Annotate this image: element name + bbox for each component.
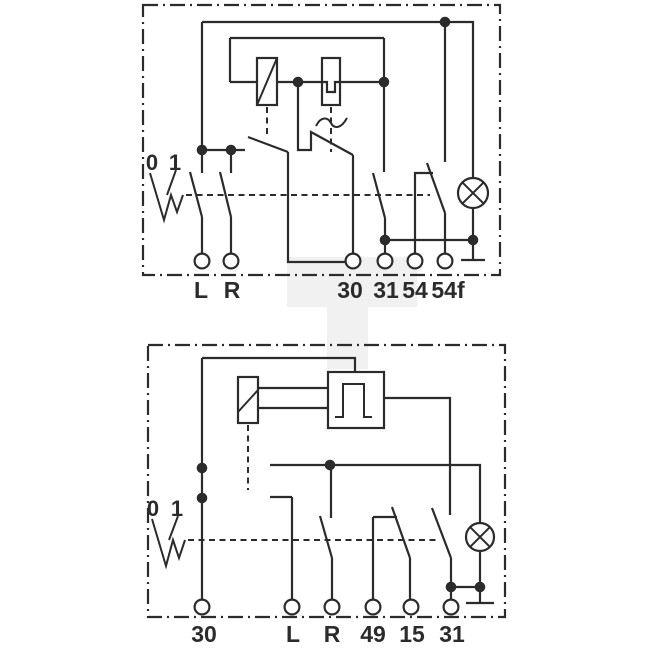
bottom-pulse-generator — [326, 370, 386, 430]
lamp-circle — [456, 176, 490, 210]
top-terminal-circle-54f — [436, 252, 454, 270]
top-enclosure-border — [141, 3, 502, 277]
bottom-junction-dots — [196, 459, 486, 593]
top-diagram: 0 1 L R 30 31 — [141, 3, 502, 303]
watermark — [287, 257, 417, 369]
pulse-wave-icon — [335, 383, 372, 418]
top-detent-icon — [149, 169, 184, 224]
top-terminal-circle-54 — [406, 252, 424, 270]
bottom-position-0-label: 0 — [147, 496, 159, 521]
bottom-terminal-label-49: 49 — [360, 621, 386, 647]
bottom-terminal-circle-30 — [193, 598, 211, 616]
bottom-diagram: 0 1 30 L R 49 15 — [146, 343, 507, 647]
relay-coil-box — [236, 375, 260, 425]
top-terminal-label-54: 54 — [402, 277, 428, 303]
top-terminal-circle-31 — [376, 252, 394, 270]
bottom-terminal-label-31: 31 — [439, 621, 465, 647]
bottom-terminal-label-L: L — [286, 621, 300, 647]
bottom-terminal-label-15: 15 — [399, 621, 425, 647]
bottom-terminal-label-R: R — [324, 621, 341, 647]
lamp-cross — [469, 526, 491, 548]
top-terminal-circle-R — [222, 252, 240, 270]
top-position-1-label: 1 — [169, 150, 181, 175]
relay-coil-diagonal — [256, 57, 278, 106]
top-indicator-lamp-icon — [456, 176, 490, 210]
top-terminal-label-31: 31 — [373, 277, 399, 303]
relay-coil-diagonal — [237, 389, 259, 413]
watermark-stem — [327, 307, 368, 369]
lamp-cross — [461, 181, 485, 205]
bottom-relay-coil — [236, 375, 260, 490]
top-terminals — [193, 252, 454, 270]
bottom-terminal-circle-31 — [442, 598, 460, 616]
bottom-terminal-label-30: 30 — [191, 621, 217, 647]
bottom-indicator-lamp-icon — [464, 521, 496, 553]
top-terminal-label-R: R — [224, 277, 241, 303]
bottom-enclosure-border — [146, 343, 507, 619]
bottom-terminal-labels: 30 L R 49 15 31 — [191, 621, 465, 647]
bottom-terminal-circle-15 — [402, 598, 420, 616]
thermal-wave-icon — [315, 117, 348, 128]
top-position-0-label: 0 — [146, 150, 158, 175]
bottom-terminals — [193, 598, 460, 616]
top-terminal-label-54f: 54f — [431, 277, 465, 303]
top-terminal-label-L: L — [194, 277, 208, 303]
top-thermal-element — [315, 56, 348, 152]
bottom-terminal-circle-49 — [364, 598, 382, 616]
top-junction-dots — [196, 16, 479, 246]
top-terminal-circle-30 — [344, 252, 362, 270]
top-terminal-labels: L R 30 31 54 54f — [194, 277, 465, 303]
top-terminal-label-30: 30 — [337, 277, 363, 303]
top-terminal-circle-L — [193, 252, 211, 270]
relay-coil-box — [255, 56, 279, 107]
lamp-circle — [464, 521, 496, 553]
bottom-detent-icon — [151, 515, 186, 570]
bottom-terminal-circle-R — [323, 598, 341, 616]
bottom-position-1-label: 1 — [171, 496, 183, 521]
bottom-terminal-circle-L — [283, 598, 301, 616]
thermal-element-box — [320, 56, 342, 107]
bottom-wiring — [200, 356, 494, 605]
pulse-generator-box — [326, 370, 386, 430]
top-relay-coil — [255, 56, 279, 137]
